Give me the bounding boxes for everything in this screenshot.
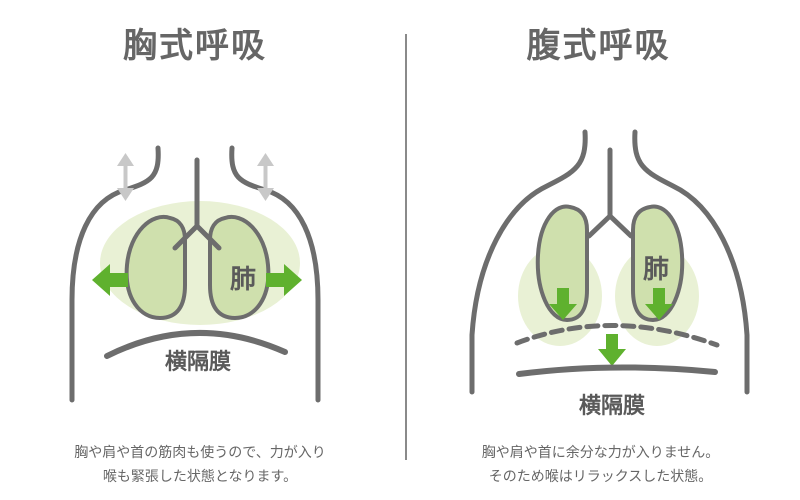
shoulder-up-down-arrow-left	[117, 153, 134, 201]
lung-down-arrow-right	[645, 288, 673, 320]
diaphragm-previous-position	[514, 323, 720, 348]
lung-label: 肺	[230, 265, 256, 295]
diaphragm-line	[104, 330, 288, 359]
body-outline-right	[229, 145, 321, 403]
right-lung	[208, 214, 271, 321]
body-outline-left	[69, 145, 161, 403]
left-lung	[535, 204, 589, 323]
expand-left-arrow	[92, 264, 128, 296]
body-outline-right	[632, 129, 750, 395]
abdominal-breathing-diagram: 肺 横隔膜	[469, 129, 750, 419]
trachea	[172, 157, 222, 251]
diaphragm-label: 横隔膜	[165, 350, 231, 375]
diaphragm-down-arrow	[598, 334, 626, 366]
caption-line-2: 喉も緊張した状態となります。	[102, 469, 298, 485]
chest-breathing-title: 胸式呼吸	[123, 26, 267, 66]
caption-line-1: 胸や肩や首に余分な力が入りません。	[481, 445, 720, 461]
trachea	[586, 147, 634, 239]
chest-breathing-panel: 胸式呼吸 肺 横隔膜 胸や肩や首の筋肉も使うので、力が入り	[0, 26, 400, 489]
caption-line-2: そのため喉はリラックスした状態。	[488, 469, 713, 485]
right-lung	[631, 204, 685, 323]
body-outline-left	[469, 129, 588, 395]
lung-down-arrow-left	[549, 288, 577, 320]
abdominal-breathing-caption: 胸や肩や首に余分な力が入りません。 そのため喉はリラックスした状態。	[404, 441, 797, 489]
diaphragm-label: 横隔膜	[579, 394, 645, 419]
chest-breathing-caption: 胸や肩や首の筋肉も使うので、力が入り 喉も緊張した状態となります。	[0, 441, 400, 489]
expand-right-arrow	[266, 264, 302, 296]
left-lung	[124, 214, 187, 321]
lung-label: 肺	[643, 255, 669, 285]
chest-breathing-diagram: 肺 横隔膜	[69, 145, 321, 403]
panel-divider	[405, 34, 407, 460]
abdominal-breathing-panel: 腹式呼吸 肺 横隔膜 胸や肩や首に余分な力が入りません。 そのため喉はリラックス…	[407, 0, 800, 500]
diaphragm-line	[516, 364, 718, 377]
shoulder-up-down-arrow-right	[257, 153, 274, 201]
caption-line-1: 胸や肩や首の筋肉も使うので、力が入り	[74, 445, 326, 461]
abdominal-breathing-title: 腹式呼吸	[526, 26, 671, 66]
